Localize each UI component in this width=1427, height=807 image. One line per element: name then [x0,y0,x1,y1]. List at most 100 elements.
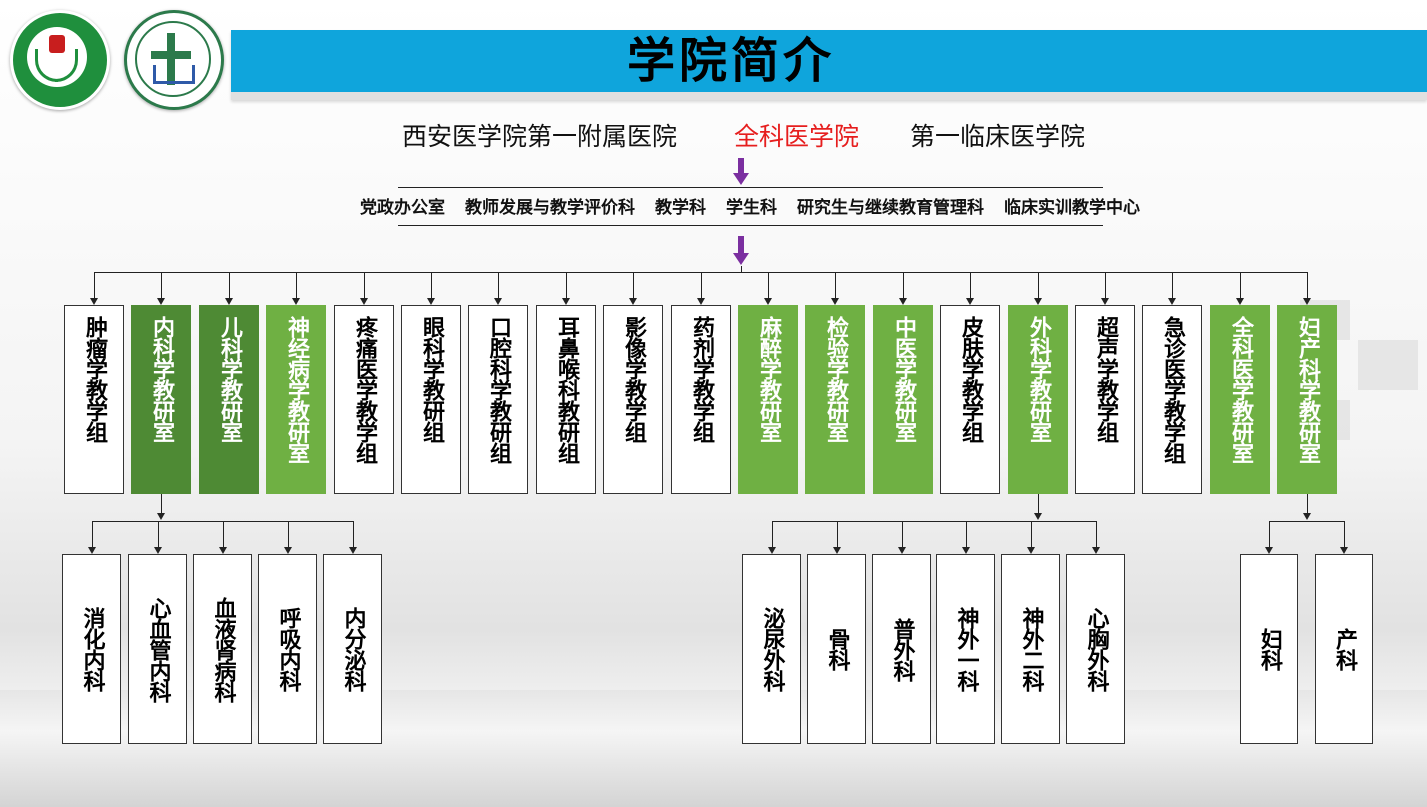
department-label: 外科学教研室 [1026,316,1051,442]
arrow-head-icon [764,298,772,305]
department-label: 麻醉学教研室 [756,316,781,442]
department-box: 药剂学教学组 [671,305,731,494]
office-list: 党政办公室教师发展与教学评价科教学科学生科研究生与继续教育管理科临床实训教学中心 [300,194,1200,222]
arrow-head-icon [1265,547,1273,554]
arrow-head-icon [427,298,435,305]
arrow-head-icon [697,298,705,305]
department-label: 急诊医学教学组 [1160,316,1185,463]
connector-line [1038,272,1039,298]
office-item: 党政办公室 [360,198,445,218]
sub-department-box: 消化内科 [62,554,121,744]
logo-group [8,10,224,110]
university-logo [10,10,110,110]
department-box: 儿科学教研室 [199,305,259,494]
connector-line [91,521,353,522]
connector-line [431,272,432,298]
connector-line [157,521,159,547]
institution-name: 西安医学院第一附属医院 [402,122,678,151]
institution-name-highlight: 全科医学院 [734,122,860,151]
department-label: 肿瘤学教学组 [82,316,107,442]
arrow-head-icon [961,547,970,554]
connector-line [901,521,903,547]
connector-line [903,272,904,298]
divider [398,225,1103,226]
college-logo [124,10,224,110]
connector-line [1172,272,1173,298]
arrow-head-icon [733,253,749,265]
sub-department-box: 心胸外科 [1066,554,1125,744]
arrow-head-icon [966,298,974,305]
sub-department-label: 心胸外科 [1083,607,1109,691]
department-box: 超声学教学组 [1075,305,1135,494]
sub-department-label: 产科 [1332,628,1357,670]
connector-line [771,521,773,547]
connector-line [566,272,567,298]
connector-line [287,521,289,547]
department-label: 全科医学教研室 [1228,316,1253,463]
sub-department-box: 产科 [1315,554,1373,744]
office-item: 临床实训教学中心 [1004,198,1140,218]
connector-line [94,272,1307,273]
arrow-head-icon [1034,513,1042,520]
sub-department-box: 泌尿外科 [742,554,801,744]
sub-department-label: 消化内科 [79,607,105,691]
office-item: 教师发展与教学评价科 [465,198,635,218]
connector-line [94,272,95,298]
connector-line [836,521,838,547]
arrow-head-icon [1340,547,1348,554]
arrow-icon [738,158,744,174]
department-box: 皮肤学教学组 [940,305,1000,494]
connector-line [91,521,93,547]
office-item: 教学科 [655,198,706,218]
sub-department-box: 血液肾病科 [193,554,252,744]
connector-line [352,521,354,547]
department-box: 影像学教学组 [603,305,663,494]
department-box: 急诊医学教学组 [1142,305,1202,494]
sub-department-label: 神外二科 [1018,607,1044,691]
arrow-head-icon [1303,298,1311,305]
connector-line [1307,272,1308,298]
department-label: 超声学教学组 [1093,316,1118,442]
arrow-head-icon [831,298,839,305]
connector-line [222,521,224,547]
department-label: 妇产科学教研室 [1295,316,1320,463]
divider [398,187,1103,188]
connector-line [364,272,365,298]
sub-department-box: 神外二科 [1001,554,1060,744]
arrow-head-icon [348,547,357,554]
arrow-head-icon [153,547,162,554]
connector-line [296,272,297,298]
title-banner: 学院简介 [231,30,1427,100]
connector-line [1269,521,1270,547]
sub-department-box: 呼吸内科 [258,554,317,744]
department-label: 药剂学教学组 [689,316,714,442]
arrow-head-icon [832,547,841,554]
arrow-head-icon [494,298,502,305]
connector-line [161,272,162,298]
sub-department-box: 心血管内科 [128,554,187,744]
department-label: 神经病学教研室 [284,316,309,463]
connector-line [768,272,769,298]
arrow-head-icon [1091,547,1100,554]
arrow-head-icon [1101,298,1109,305]
department-box: 神经病学教研室 [266,305,326,494]
connector-line [965,521,967,547]
sub-department-label: 呼吸内科 [275,607,301,691]
connector-line [1095,521,1097,547]
department-label: 口腔科学教研组 [486,316,511,463]
department-label: 疼痛医学教学组 [352,316,377,463]
department-label: 内科学教研室 [149,316,174,442]
arrow-head-icon [292,298,300,305]
arrow-head-icon [157,513,165,520]
sub-department-label: 妇科 [1257,628,1282,670]
department-label: 眼科学教研组 [419,316,444,442]
department-box: 内科学教研室 [131,305,191,494]
arrow-head-icon [899,298,907,305]
connector-line [970,272,971,298]
connector-line [161,494,162,513]
department-box: 口腔科学教研组 [468,305,528,494]
office-item: 学生科 [726,198,777,218]
sub-department-label: 普外科 [889,617,915,681]
arrow-head-icon [562,298,570,305]
arrow-head-icon [87,547,96,554]
